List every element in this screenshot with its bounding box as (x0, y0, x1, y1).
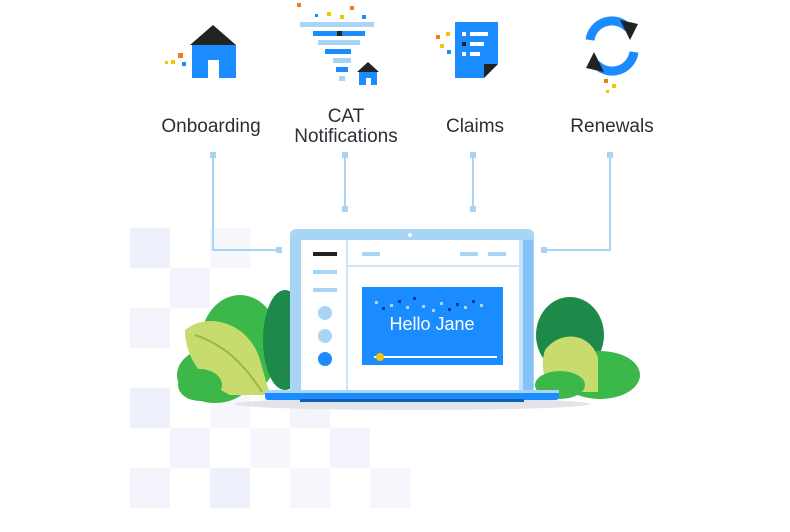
document-icon (436, 22, 498, 78)
screen-greeting: Hello Jane (389, 314, 475, 334)
connector-dots (210, 152, 613, 253)
label-onboarding: Onboarding (161, 116, 261, 137)
refresh-cycle-icon (585, 16, 639, 93)
background-checker-pattern (130, 228, 410, 508)
connector-lines (212, 155, 611, 251)
progress-knob (376, 353, 384, 361)
label-claims: Claims (445, 116, 505, 137)
tornado-house-icon (297, 3, 379, 85)
label-cat-notifications: CAT Notifications (294, 106, 398, 147)
screen-confetti (375, 297, 483, 312)
right-plants (535, 297, 640, 399)
laptop-screen-ui (313, 240, 523, 390)
label-renewals: Renewals (570, 116, 654, 137)
house-icon (165, 25, 236, 78)
